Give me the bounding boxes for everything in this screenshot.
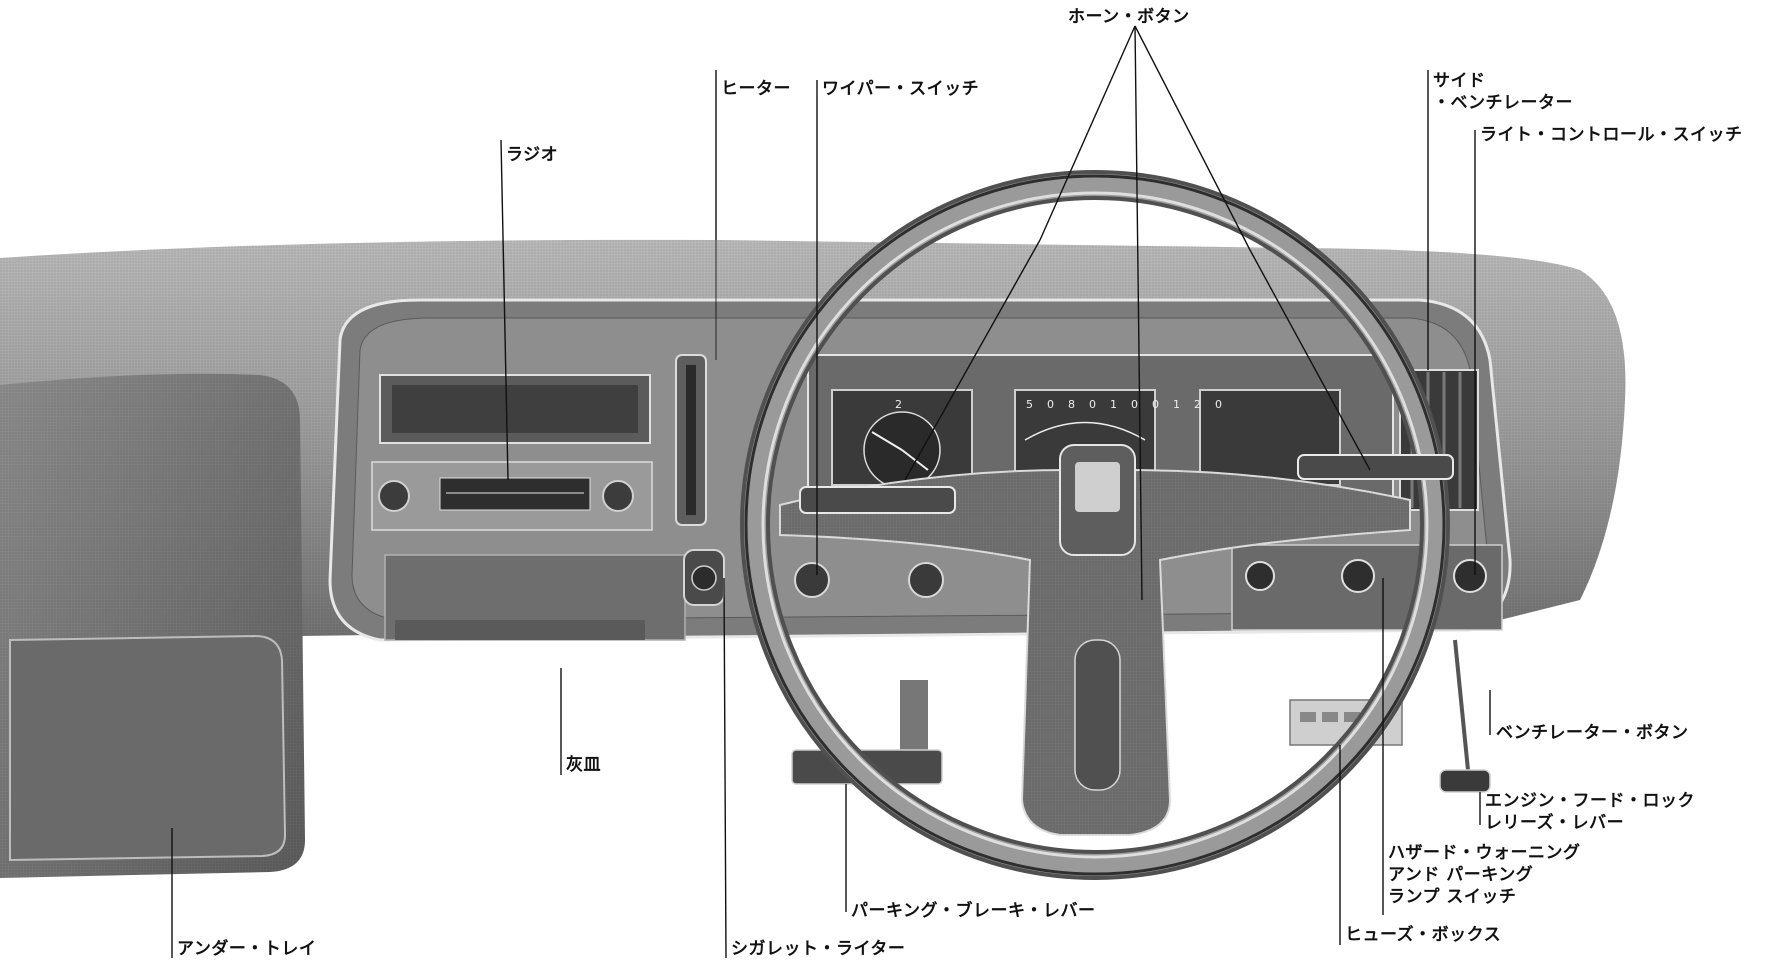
- radio-panel: [371, 374, 653, 531]
- label-ashtray: 灰皿: [566, 755, 601, 775]
- heater-slider: [675, 354, 707, 526]
- label-hood-lock-release: エンジン・フード・ロック レリーズ・レバー: [1485, 790, 1695, 834]
- speed-tick: 50: [1026, 398, 1068, 411]
- label-parking-brake-lever: パーキング・ブレーキ・レバー: [851, 901, 1096, 921]
- label-radio: ラジオ: [506, 145, 559, 165]
- label-hazard-line1: ハザード・ウォーニング: [1388, 843, 1581, 863]
- label-wiper-switch: ワイパー・スイッチ: [822, 79, 980, 99]
- leader-lines: [171, 25, 1491, 959]
- switch-row: [683, 544, 1503, 631]
- label-under-tray: アンダー・トレイ: [177, 939, 317, 959]
- label-fuse-box: ヒューズ・ボックス: [1345, 925, 1502, 945]
- label-ventilator-button: ベンチレーター・ボタン: [1496, 723, 1689, 743]
- label-side-ventilator: サイド ・ベンチレーター: [1433, 70, 1573, 114]
- speed-tick: 80: [1068, 398, 1110, 411]
- label-horn-button: ホーン・ボタン: [1068, 7, 1190, 27]
- clock-tick: 2: [895, 398, 902, 411]
- speedometer-ticks: 5080100120: [1026, 398, 1236, 411]
- ashtray: [384, 554, 686, 641]
- under-tray-panel: [0, 373, 305, 878]
- label-light-control-switch: ライト・コントロール・スイッチ: [1480, 125, 1743, 145]
- label-cigarette-lighter: シガレット・ライター: [731, 939, 906, 959]
- label-hazard-line2: アンド パーキング: [1388, 865, 1534, 885]
- label-side-ventilator-line2: ・ベンチレーター: [1433, 93, 1573, 113]
- label-heater: ヒーター: [721, 79, 791, 99]
- hood-lock-lever: [1439, 639, 1491, 793]
- label-hazard-switch: ハザード・ウォーニング アンド パーキング ランプ スイッチ: [1388, 842, 1581, 908]
- label-hood-lock-line1: エンジン・フード・ロック: [1485, 791, 1695, 811]
- label-hazard-line3: ランプ スイッチ: [1388, 887, 1517, 907]
- speed-tick: 100: [1110, 398, 1173, 411]
- label-hood-lock-line2: レリーズ・レバー: [1485, 813, 1625, 833]
- steering-wheel: [740, 170, 1454, 880]
- label-side-ventilator-line1: サイド: [1433, 71, 1486, 91]
- speed-tick: 120: [1173, 398, 1236, 411]
